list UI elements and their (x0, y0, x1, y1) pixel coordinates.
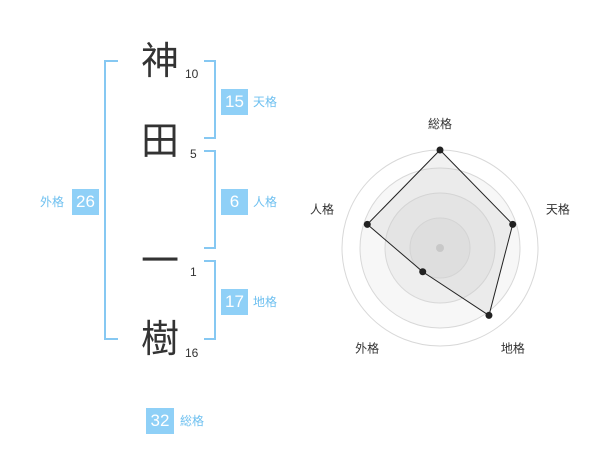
jinkaku-bracket (204, 150, 216, 249)
stroke-count-2: 5 (190, 147, 197, 161)
tenkaku-bracket (204, 60, 216, 139)
chikaku-label: 地格 (253, 295, 278, 309)
soukaku-label: 総格 (180, 414, 205, 428)
jinkaku-label: 人格 (253, 195, 278, 209)
radar-point-5 (363, 220, 371, 228)
jinkaku-value: 6 (221, 189, 248, 215)
gaikaku-value: 26 (72, 189, 99, 215)
radar-axis-label-1: 総格 (428, 116, 452, 131)
stroke-count-4: 16 (185, 346, 199, 360)
stroke-count-1: 10 (185, 67, 199, 81)
gaikaku-label: 外格 (40, 195, 65, 209)
radar-point-4 (419, 268, 427, 276)
radar-polygon (366, 149, 514, 317)
name-char-1: 神 (141, 39, 180, 83)
soukaku-value: 32 (146, 408, 174, 434)
radar-axis-label-5: 人格 (310, 202, 334, 217)
chikaku-value: 17 (221, 289, 248, 315)
radar-point-1 (436, 146, 444, 154)
chikaku-bracket (204, 260, 216, 340)
stroke-count-3: 1 (190, 265, 197, 279)
tenkaku-label: 天格 (253, 95, 278, 109)
radar-axis-label-2: 天格 (546, 202, 570, 217)
radar-axis-label-4: 外格 (355, 340, 379, 355)
name-char-3: 一 (141, 239, 180, 283)
gaikaku-bracket (104, 60, 118, 340)
name-char-2: 田 (141, 119, 180, 163)
name-char-4: 樹 (141, 317, 180, 361)
radar-center (436, 244, 444, 252)
tenkaku-value: 15 (221, 89, 248, 115)
radar-point-3 (485, 311, 493, 319)
radar-point-2 (509, 220, 517, 228)
radar-axis-label-3: 地格 (501, 340, 525, 355)
